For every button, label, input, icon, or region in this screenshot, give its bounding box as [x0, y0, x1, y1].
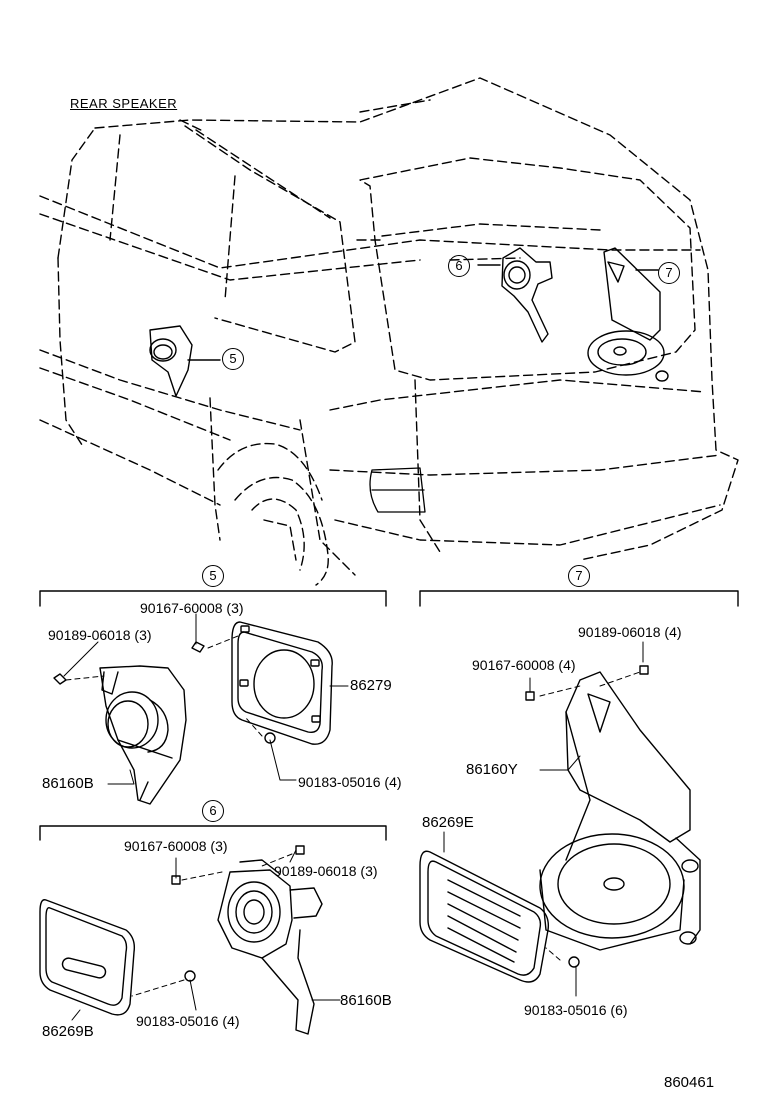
callout-6-group: 6 [202, 800, 224, 822]
part-label-90167-60008-g5: 90167-60008 (3) [140, 600, 244, 616]
part-label-90167-60008-g6: 90167-60008 (3) [124, 838, 228, 854]
grille-86269B [39, 899, 136, 1016]
speaker-6-thumb [477, 247, 553, 343]
part-label-90183-05016-g5: 90183-05016 (4) [298, 774, 402, 790]
callout-7-group: 7 [568, 565, 590, 587]
speaker-7-thumb [587, 247, 669, 382]
vehicle-outline [39, 77, 739, 586]
diagram-number: 860461 [664, 1074, 715, 1091]
callout-7-vehicle: 7 [658, 262, 680, 284]
nut-clip-5 [53, 641, 276, 744]
callout-5-group: 5 [202, 565, 224, 587]
fasteners-7 [525, 665, 649, 968]
leaders-7 [443, 641, 644, 997]
group-5-bracket [39, 590, 387, 607]
part-label-90189-06018-g6: 90189-06018 (3) [274, 863, 378, 879]
part-label-90183-05016-g7: 90183-05016 (6) [524, 1002, 628, 1018]
group-6-bracket [39, 825, 387, 841]
part-label-90189-06018-g7: 90189-06018 (4) [578, 624, 682, 640]
callout-6-vehicle: 6 [448, 255, 470, 277]
section-title: REAR SPEAKER [70, 96, 178, 111]
part-label-86160Y: 86160Y [466, 761, 518, 778]
speaker-5-thumb [149, 325, 221, 397]
part-label-86160B-g5: 86160B [42, 775, 94, 792]
speaker-86160B-left [99, 665, 187, 805]
grille-86279 [231, 621, 333, 745]
grille-86269E [419, 850, 550, 983]
callout-5-vehicle: 5 [222, 348, 244, 370]
tail-lamp [369, 467, 426, 513]
part-label-90183-05016-g6: 90183-05016 (4) [136, 1013, 240, 1029]
speaker-86160Y [539, 671, 701, 951]
leaders-6 [71, 849, 341, 1021]
part-label-90189-06018-g5: 90189-06018 (3) [48, 627, 152, 643]
part-label-86269E: 86269E [422, 814, 474, 831]
group-7-bracket [419, 590, 739, 607]
part-label-90167-60008-g7: 90167-60008 (4) [472, 657, 576, 673]
part-label-86160B-g6: 86160B [340, 992, 392, 1009]
leaders-5 [63, 613, 349, 785]
part-label-86279: 86279 [350, 677, 392, 694]
part-label-86269B: 86269B [42, 1023, 94, 1040]
speaker-86160B-rear [217, 859, 323, 1035]
